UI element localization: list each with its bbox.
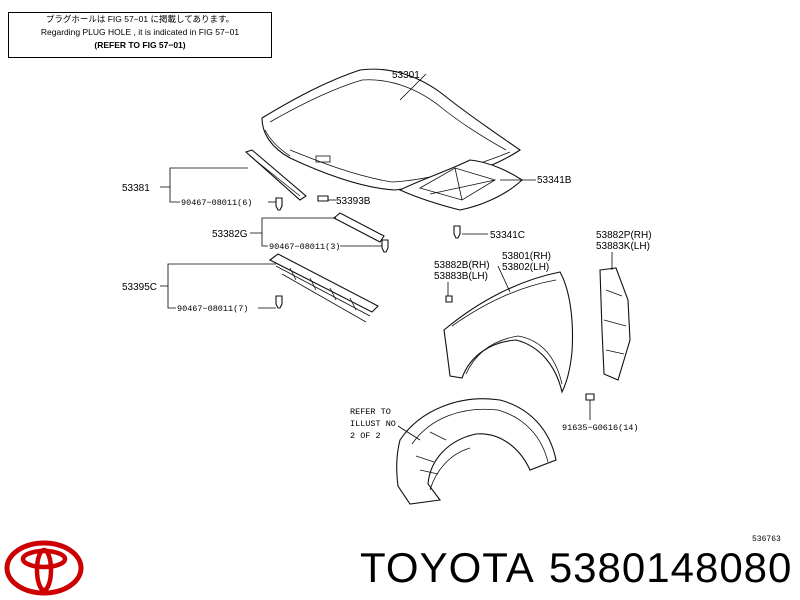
label-53802: 53802(LH) (502, 262, 549, 273)
toyota-logo-icon (4, 540, 84, 596)
label-clip-7: 90467−08011(7) (177, 304, 248, 314)
label-53341c: 53341C (490, 230, 525, 241)
label-53341b: 53341B (537, 175, 572, 186)
note-line-ref: (REFER TO FIG 57−01) (94, 40, 186, 50)
plug-hole-note: プラグホールは FIG 57−01 に掲載してあります。 Regarding P… (8, 12, 272, 58)
label-53883b: 53883B(LH) (434, 271, 488, 282)
part-number: 5380148080 (548, 544, 793, 591)
label-53801: 53801(RH) (502, 251, 551, 262)
label-clip-6: 90467−08011(6) (181, 198, 252, 208)
refer-line-1: REFER TO (350, 407, 391, 417)
fender-drawing (443, 271, 574, 394)
label-53882p: 53882P(RH) (596, 230, 652, 241)
label-53395c: 53395C (122, 282, 157, 293)
label-clip-3: 90467−08011(3) (269, 242, 340, 252)
hood-drawing (261, 68, 521, 191)
fender-liner-drawing (396, 398, 557, 505)
label-53882b: 53882B(RH) (434, 260, 490, 271)
note-line-jp: プラグホールは FIG 57−01 に掲載してあります。 (45, 14, 235, 24)
seal-53382g-drawing (333, 212, 385, 243)
leader-lines (160, 73, 613, 441)
note-line-en: Regarding PLUG HOLE , it is indicated in… (40, 27, 240, 37)
seal-53381-drawing (244, 149, 307, 201)
label-53382g: 53382G (212, 229, 248, 240)
label-bolt: 91635−G0616(14) (562, 423, 639, 433)
brand-part-number: TOYOTA 5380148080 (360, 544, 800, 592)
label-53381: 53381 (122, 183, 150, 194)
label-53883k: 53883K(LH) (596, 241, 650, 252)
clip-icons (275, 195, 595, 401)
label-53393b: 53393B (336, 196, 371, 207)
refer-line-2: ILLUST NO (350, 419, 396, 429)
fender-bracket-drawing (599, 267, 631, 381)
label-53301: 53301 (392, 70, 420, 81)
seal-53395c-drawing (268, 253, 379, 323)
figure-number: 536763 (752, 535, 781, 544)
refer-line-3: 2 OF 2 (350, 431, 381, 441)
brand-name: TOYOTA (360, 544, 535, 591)
